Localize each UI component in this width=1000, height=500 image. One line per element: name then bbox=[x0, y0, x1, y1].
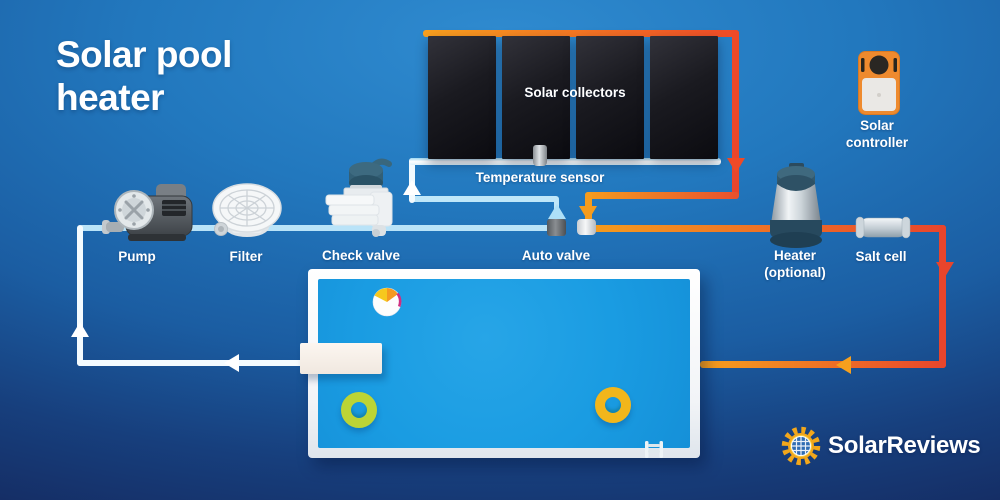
filter-icon bbox=[212, 183, 282, 237]
salt-cell-label: Salt cell bbox=[855, 249, 907, 264]
flow-arrow-up-from-auto-valve bbox=[548, 204, 566, 219]
temperature-sensor-label: Temperature sensor bbox=[475, 170, 605, 185]
cold-upper-horizontal-pipe bbox=[409, 196, 559, 202]
pool-return-pipe bbox=[700, 361, 946, 368]
beach-ball bbox=[372, 287, 402, 317]
pool-ladder bbox=[645, 441, 663, 458]
brand-logo: SolarReviews bbox=[781, 426, 981, 466]
hot-return-horizontal-pipe bbox=[585, 192, 739, 199]
hot-right-down-pipe bbox=[939, 225, 946, 368]
collector-bottom-pipe bbox=[409, 158, 721, 165]
flow-arrow-down-right-side bbox=[936, 262, 954, 277]
solar-panel bbox=[428, 36, 496, 159]
pool-ring-yellow bbox=[595, 387, 631, 423]
solar-collectors-label: Solar collectors bbox=[524, 85, 626, 100]
flow-arrow-up-to-collectors bbox=[403, 180, 421, 195]
heater-label: Heater (optional) bbox=[764, 248, 826, 280]
solar-controller-label: Solar controller bbox=[845, 118, 909, 150]
solar-reviews-sun-icon bbox=[781, 426, 821, 466]
solar-panel bbox=[650, 36, 718, 159]
solar-panel bbox=[576, 36, 644, 159]
solar-controller-icon bbox=[858, 51, 900, 115]
pump-icon bbox=[102, 184, 193, 241]
flow-arrow-down-hot-junction bbox=[579, 206, 597, 221]
flow-arrow-up-left-loop bbox=[71, 322, 89, 337]
heater-icon bbox=[770, 163, 822, 248]
pipe-junction-connector bbox=[577, 219, 596, 235]
pool-ring-green bbox=[341, 392, 377, 428]
temperature-sensor bbox=[533, 145, 547, 166]
check-valve-icon bbox=[325, 158, 393, 237]
brand-logo-text: SolarReviews bbox=[828, 432, 981, 459]
flow-arrow-down-collector-outlet bbox=[727, 158, 745, 173]
check-valve-label: Check valve bbox=[321, 248, 401, 263]
flow-arrow-left-pool-return bbox=[836, 356, 851, 374]
pump-label: Pump bbox=[118, 249, 156, 264]
cold-left-vertical-pipe bbox=[77, 225, 83, 366]
filter-label: Filter bbox=[229, 249, 263, 264]
diving-board bbox=[300, 343, 382, 374]
flow-arrow-left-suction bbox=[224, 354, 239, 372]
salt-cell-icon bbox=[855, 216, 911, 239]
hot-main-pipe bbox=[588, 225, 946, 232]
page-title: Solar pool heater bbox=[56, 34, 232, 118]
collector-outlet-down-pipe bbox=[732, 30, 739, 197]
collector-top-pipe bbox=[423, 30, 739, 37]
cold-main-pipe bbox=[79, 225, 559, 231]
auto-valve bbox=[547, 219, 566, 236]
pool-suction-pipe bbox=[77, 360, 312, 366]
auto-valve-label: Auto valve bbox=[521, 248, 591, 263]
solar-panel bbox=[502, 36, 570, 159]
